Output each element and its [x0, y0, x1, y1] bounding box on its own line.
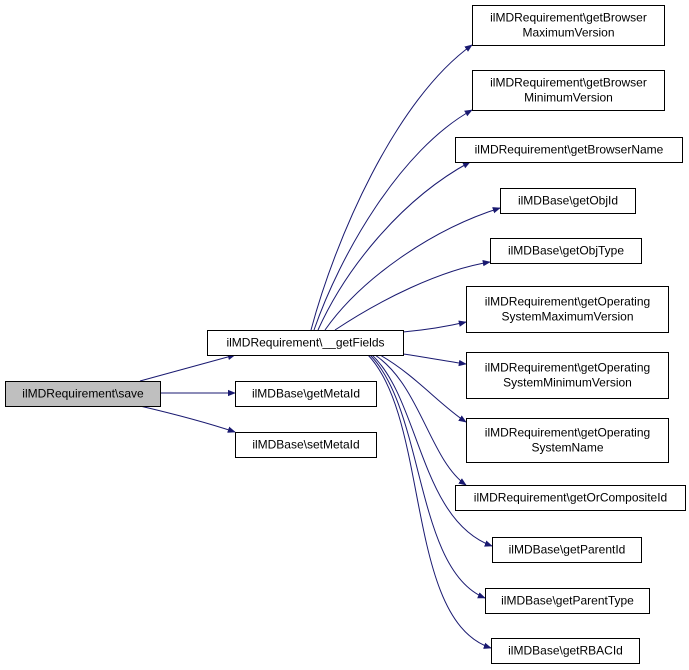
- node-label: ilMDRequirement\save: [22, 387, 144, 401]
- node-label: ilMDRequirement\getBrowser: [490, 76, 647, 90]
- node-box[interactable]: [472, 5, 665, 46]
- node-label: SystemMinimumVersion: [503, 376, 632, 390]
- node-label: MaximumVersion: [522, 26, 614, 40]
- node-label: ilMDRequirement\getOperating: [485, 361, 650, 375]
- node-box[interactable]: [235, 381, 377, 407]
- node-getParentType[interactable]: ilMDBase\getParentType: [485, 588, 650, 614]
- node-box[interactable]: [500, 188, 636, 214]
- node-box[interactable]: [485, 588, 650, 614]
- edge-getFields-to-getObjId: [324, 207, 501, 331]
- node-box[interactable]: [5, 381, 161, 407]
- node-label: ilMDBase\getObjType: [508, 244, 624, 258]
- edge-getFields-to-getBrowserName: [317, 161, 471, 331]
- node-label: ilMDBase\getParentType: [501, 594, 634, 608]
- node-label: ilMDBase\setMetaId: [252, 438, 359, 452]
- node-box[interactable]: [207, 330, 404, 356]
- node-getOSMinVersion[interactable]: ilMDRequirement\getOperatingSystemMinimu…: [466, 352, 669, 399]
- node-box[interactable]: [491, 638, 640, 664]
- node-label: ilMDRequirement\getBrowser: [490, 11, 647, 25]
- edge-getFields-to-getOSName: [379, 354, 467, 423]
- node-label: ilMDRequirement\getOperating: [485, 426, 650, 440]
- edge-getFields-to-getObjType: [334, 259, 491, 331]
- node-box[interactable]: [492, 537, 642, 563]
- node-label: MinimumVersion: [524, 91, 613, 105]
- node-getOSMaxVersion[interactable]: ilMDRequirement\getOperatingSystemMaximu…: [466, 286, 669, 333]
- node-label: ilMDRequirement\getOrCompositeId: [474, 491, 667, 505]
- node-box[interactable]: [466, 352, 669, 399]
- edge-getFields-to-getParentType: [369, 354, 486, 599]
- node-save[interactable]: ilMDRequirement\save: [5, 381, 161, 407]
- node-getObjType[interactable]: ilMDBase\getObjType: [490, 238, 642, 264]
- node-label: ilMDBase\getObjId: [518, 194, 618, 208]
- node-box[interactable]: [466, 418, 669, 463]
- node-getFields[interactable]: ilMDRequirement\__getFields: [207, 330, 404, 356]
- node-box[interactable]: [455, 137, 683, 163]
- node-box[interactable]: [235, 432, 377, 458]
- edges-layer: [139, 44, 501, 649]
- node-getOrCompositeId[interactable]: ilMDRequirement\getOrCompositeId: [455, 485, 686, 511]
- node-getRBACId[interactable]: ilMDBase\getRBACId: [491, 638, 640, 664]
- edge-getFields-to-getOSMaxVersion: [402, 320, 467, 333]
- edge-save-to-setMetaId: [139, 405, 236, 433]
- node-setMetaId[interactable]: ilMDBase\setMetaId: [235, 432, 377, 458]
- node-label: ilMDRequirement\getBrowserName: [475, 143, 664, 157]
- edge-getFields-to-getRBACId: [367, 354, 492, 649]
- node-box[interactable]: [466, 286, 669, 333]
- node-box[interactable]: [455, 485, 686, 511]
- edge-getFields-to-getBrowserMinimumVersion: [313, 109, 473, 331]
- node-label: ilMDRequirement\__getFields: [226, 336, 384, 350]
- node-getMetaId[interactable]: ilMDBase\getMetaId: [235, 381, 377, 407]
- node-label: ilMDBase\getParentId: [509, 543, 626, 557]
- node-label: SystemMaximumVersion: [501, 310, 633, 324]
- node-label: SystemName: [531, 441, 603, 455]
- node-label: ilMDBase\getMetaId: [252, 387, 360, 401]
- edge-getFields-to-getParentId: [371, 354, 493, 547]
- node-getParentId[interactable]: ilMDBase\getParentId: [492, 537, 642, 563]
- edge-getFields-to-getBrowserMaximumVersion: [310, 44, 473, 331]
- edge-getFields-to-getOrCompositeId: [374, 354, 467, 486]
- node-getBrowserName[interactable]: ilMDRequirement\getBrowserName: [455, 137, 683, 163]
- node-box[interactable]: [472, 70, 665, 111]
- node-label: ilMDBase\getRBACId: [508, 644, 623, 658]
- node-getObjId[interactable]: ilMDBase\getObjId: [500, 188, 636, 214]
- nodes-layer: ilMDRequirement\save ilMDRequirement\__ge…: [5, 5, 686, 664]
- edge-save-to-getFields: [139, 353, 236, 382]
- node-box[interactable]: [490, 238, 642, 264]
- edge-getFields-to-getOSMinVersion: [402, 353, 467, 367]
- node-label: ilMDRequirement\getOperating: [485, 295, 650, 309]
